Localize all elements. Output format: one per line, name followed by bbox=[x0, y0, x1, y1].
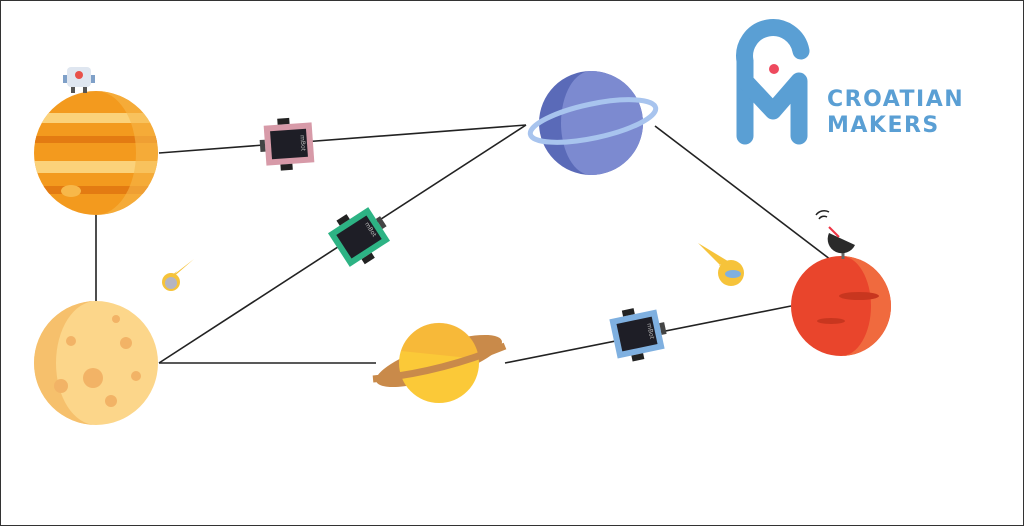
satellite-dish-icon bbox=[815, 210, 855, 259]
robot-label: mBot bbox=[298, 135, 306, 152]
comet-icon bbox=[162, 259, 194, 291]
paths bbox=[95, 124, 840, 364]
mars-planet[interactable] bbox=[791, 256, 891, 356]
logo-text-croatian: CROATIAN bbox=[827, 87, 965, 112]
blue-robot[interactable]: mBot bbox=[608, 303, 671, 365]
uranus-planet[interactable] bbox=[527, 71, 659, 175]
comet-ufo-icon bbox=[698, 243, 744, 286]
robot-figure bbox=[63, 67, 95, 93]
robot-label: mBot bbox=[645, 323, 655, 341]
croatian-makers-logo-mark bbox=[736, 19, 810, 145]
path-jupiter-uranus bbox=[158, 124, 527, 154]
logo-text-makers: MAKERS bbox=[827, 113, 940, 138]
green-robot[interactable]: mBot bbox=[325, 199, 398, 271]
moon-planet[interactable] bbox=[34, 301, 158, 425]
jupiter-planet[interactable] bbox=[31, 91, 161, 215]
pink-robot[interactable]: mBot bbox=[258, 116, 315, 172]
saturn-planet[interactable] bbox=[371, 322, 507, 403]
path-uranus-mars bbox=[654, 125, 840, 267]
